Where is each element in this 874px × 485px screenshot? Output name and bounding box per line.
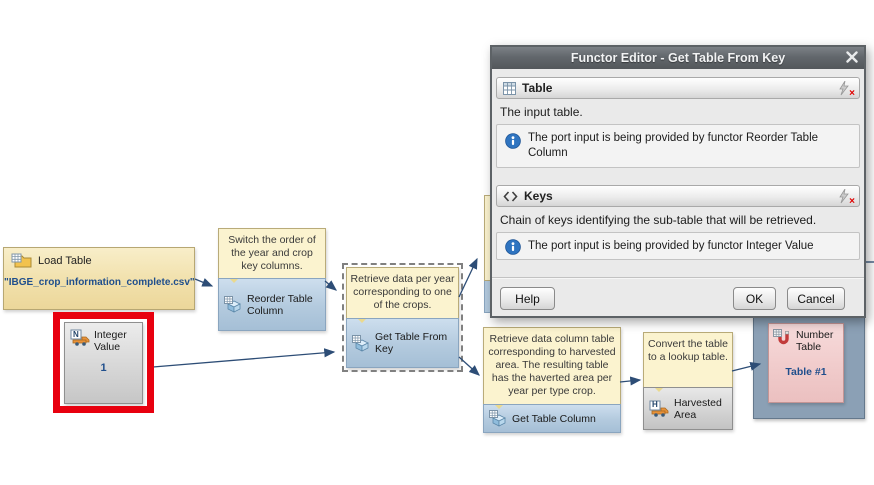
ok-button[interactable]: OK [733,287,776,310]
section-description-table: The input table. [500,105,583,119]
integer-value-title: Integer Value [94,329,127,353]
reorder-note: Switch the order of the year and crop ke… [218,228,326,278]
disconnect-port-icon[interactable]: × [837,188,855,207]
highlight-box [53,312,154,413]
number-table-magnet-icon [773,329,790,345]
integer-value-value: 1 [100,362,107,374]
reorder-title: Reorder Table Column [247,292,313,317]
gtfk-cube-icon [352,334,369,352]
button-separator [492,277,864,279]
node-harvested-area[interactable]: Convert the table to a lookup table. H H… [643,332,733,430]
cancel-button[interactable]: Cancel [787,287,845,310]
close-icon[interactable] [846,51,858,63]
node-load-table[interactable]: Load Table "IBGE_crop_information_comple… [3,247,195,310]
error-x-glyph: × [849,87,855,99]
note-notch [229,279,239,283]
info-icon [505,239,521,255]
info-box-keys: The port input is being provided by func… [496,232,860,260]
info-box-table: The port input is being provided by func… [496,124,860,168]
harvested-truck-icon: H [649,400,669,417]
keys-icon [503,190,518,202]
note-notch [357,319,367,323]
dialog-titlebar[interactable]: Functor Editor - Get Table From Key [492,47,864,69]
gtfk-title: Get Table From Key [375,331,448,355]
node-number-table[interactable]: Number Table Table #1 [768,323,844,403]
number-table-title: Number Table [796,329,834,353]
note-notch [494,405,504,409]
harvested-title: Harvested Area [674,396,722,421]
node-integer-value[interactable]: N Integer Value 1 [64,322,143,404]
gtc-note: Retrieve data column table corresponding… [483,327,621,404]
node-get-table-from-key[interactable]: Retrieve data per year corresponding to … [342,263,463,372]
section-header-table[interactable]: Table × [496,77,860,99]
info-text-table: The port input is being provided by func… [528,132,819,159]
functor-editor-dialog: Functor Editor - Get Table From Key Tabl… [490,45,866,318]
section-description-keys: Chain of keys identifying the sub-table … [500,213,817,227]
note-notch [654,388,664,392]
node-get-table-column[interactable]: Retrieve data column table corresponding… [483,327,621,433]
load-table-value: "IBGE_crop_information_complete.csv" [4,277,195,288]
gtc-cube-icon [489,410,506,427]
dialog-title: Functor Editor - Get Table From Key [570,51,786,65]
harvested-icon-letter: H [652,400,658,409]
section-header-keys[interactable]: Keys × [496,185,860,207]
info-text-keys: The port input is being provided by func… [528,240,814,252]
integer-value-truck-icon: N [70,329,90,346]
table-icon [503,81,516,95]
gtc-title: Get Table Column [512,412,596,425]
section-title-table: Table [522,81,553,95]
hidden-node-note [484,195,491,281]
info-icon [505,133,521,149]
disconnect-port-icon[interactable]: × [837,80,855,99]
hidden-node-body [484,281,491,313]
load-table-folder-icon [11,253,32,268]
node-reorder-table-column[interactable]: Switch the order of the year and crop ke… [218,228,326,331]
gtfk-note: Retrieve data per year corresponding to … [346,267,459,318]
number-table-value: Table #1 [785,366,827,378]
integer-value-icon-letter: N [73,330,79,339]
load-table-title: Load Table [38,254,92,267]
section-title-keys: Keys [524,189,553,203]
reorder-cube-icon [224,296,241,313]
harvested-note: Convert the table to a lookup table. [643,332,733,387]
node-partially-hidden [484,195,491,313]
error-x-glyph: × [849,195,855,207]
help-button[interactable]: Help [500,287,555,310]
dialog-body: Table × The input table. The port input … [492,69,864,316]
